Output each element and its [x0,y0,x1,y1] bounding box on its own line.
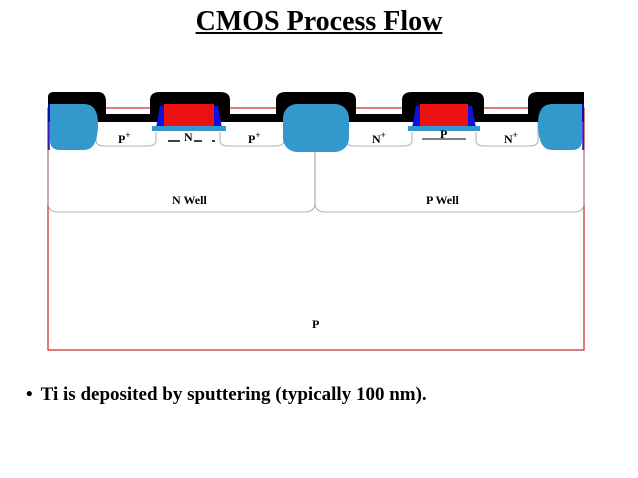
n-plus-label-right: N+ [504,130,518,146]
pmos-spacer-right [214,106,222,128]
p-plus-label-right: P+ [248,130,260,146]
nmos-gate [408,104,480,131]
p-well-label: P Well [426,193,459,207]
n-plus-label-left: N+ [372,130,386,146]
p-plus-label-left: P+ [118,130,130,146]
nmos-gate-oxide [408,126,480,131]
pmos-spacer-left [156,106,164,128]
nmos-poly-gate [420,104,468,128]
p-well-boundary [314,150,585,213]
nmos-spacer-left [412,106,420,128]
nmos-spacer-right [468,106,476,128]
bullet-point: • Ti is deposited by sputtering (typicall… [26,384,427,406]
pmos-gate-oxide [152,126,226,131]
bullet-marker: • [26,384,33,405]
pmos-gate [152,104,226,131]
pmos-poly-gate [164,104,214,128]
n-ldd-label: N [184,130,193,144]
field-oxide [50,104,582,152]
n-plus-junction-right [475,122,539,147]
n-well-boundary [47,150,316,213]
slide-title: CMOS Process Flow [195,6,443,37]
n-well-label: N Well [172,193,207,207]
p-channel-label: P [440,127,447,141]
p-plus-junction-left [95,122,157,147]
p-plus-junction-right [219,122,285,147]
bullet-text: Ti is deposited by sputtering (typically… [40,384,427,405]
p-substrate-label: P [312,317,319,331]
